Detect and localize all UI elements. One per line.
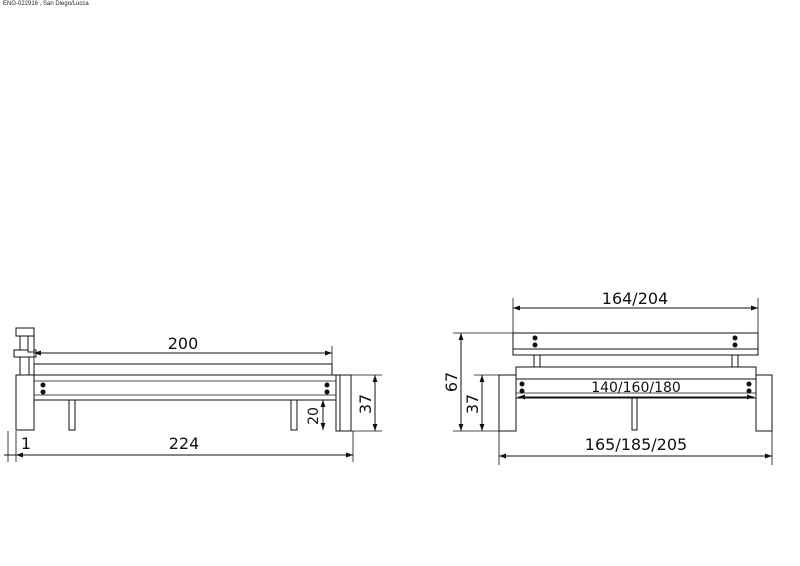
dim-front-total-width: 165/185/205	[585, 435, 687, 454]
side-rail	[33, 374, 337, 401]
side-leg-right	[290, 399, 298, 431]
drawing-reference: ENG-022916 , San Diego/Lucca	[3, 1, 89, 7]
dim-front-frame-height: 37	[463, 394, 482, 414]
front-block-right	[755, 374, 773, 432]
dim-front-headboard-width: 164/204	[602, 289, 668, 308]
dim-side-offset: 1	[21, 434, 31, 453]
front-view: 164/204 140/160/180 165/185/205 67 37	[442, 289, 773, 465]
side-leg-left	[68, 399, 76, 431]
dim-side-total-length: 224	[169, 434, 200, 453]
dim-front-total-height: 67	[442, 372, 461, 392]
side-view: 200 1 224 20 37	[4, 327, 382, 462]
dim-side-leg-height: 20	[306, 407, 322, 425]
front-mattress	[515, 366, 757, 380]
dim-front-mattress-width: 140/160/180	[591, 380, 681, 396]
footboard-block	[335, 374, 352, 432]
headboard-bracket	[15, 327, 35, 337]
front-headboard-bottom	[512, 348, 759, 356]
dim-side-inner-length: 200	[168, 334, 199, 353]
front-center-leg	[631, 397, 638, 431]
side-mattress	[33, 363, 333, 376]
front-block-left	[498, 374, 517, 432]
headboard-post	[15, 374, 35, 431]
dim-side-frame-height: 37	[356, 394, 375, 414]
front-headboard-top	[512, 332, 759, 350]
